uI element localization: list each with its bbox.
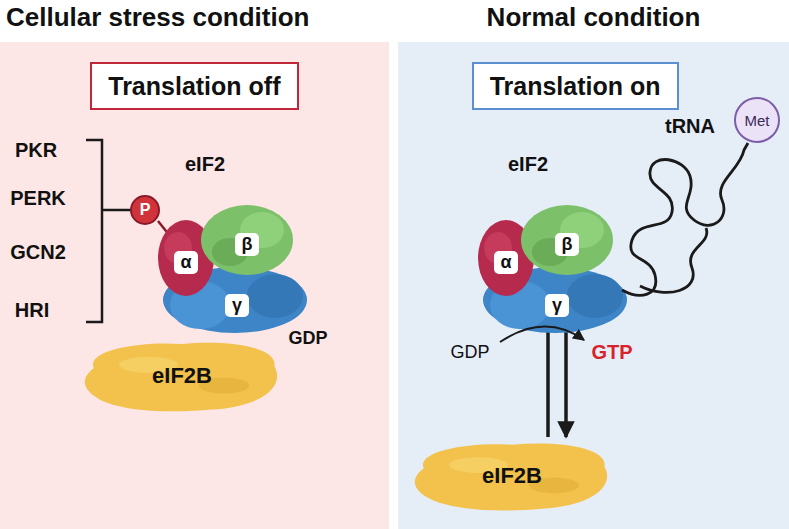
kinase-name: HRI	[15, 299, 49, 322]
protein-name: eIF2B	[152, 363, 212, 389]
exchange-connector	[564, 317, 568, 438]
kinase-name: PKR	[15, 139, 57, 162]
molecule-label: GDP	[450, 342, 489, 363]
bracket-line	[102, 209, 131, 212]
subunit-name: γ	[552, 295, 562, 316]
marker-circle: P	[130, 195, 160, 225]
trna-strand	[640, 228, 707, 292]
panel-title: Cellular stress condition	[6, 2, 309, 33]
molecule-label: GDP	[288, 328, 327, 349]
node-label: Translation off	[108, 72, 280, 101]
status-box: Translation on	[472, 62, 679, 110]
subunit-name: α	[180, 252, 191, 273]
subunit-label-box: γ	[545, 294, 569, 317]
kinase-name: GCN2	[10, 241, 66, 264]
subunit-label-box: α	[174, 251, 198, 274]
marker-circle: Met	[734, 97, 780, 143]
subunit-name: α	[500, 252, 511, 273]
panel-title: Normal condition	[398, 2, 789, 33]
eif2-left	[158, 205, 307, 333]
subunit-name: β	[242, 234, 253, 255]
exchange-connector	[546, 317, 550, 438]
eif2b-blob: eIF2B	[407, 437, 617, 515]
trna-strand	[622, 143, 748, 295]
eif2b-blob: eIF2B	[77, 336, 287, 416]
bracket	[86, 140, 102, 322]
subunit-label-box: γ	[225, 294, 249, 317]
molecule-label: eIF2	[185, 153, 225, 176]
status-box: Translation off	[90, 62, 299, 110]
eif2-right	[478, 205, 627, 333]
subunit-label-box: β	[555, 233, 579, 256]
subunit-name: γ	[232, 295, 242, 316]
node-label: P	[140, 201, 151, 219]
node-label: Translation on	[490, 72, 661, 101]
molecule-label: GTP	[591, 341, 632, 364]
node-label: Met	[744, 112, 769, 129]
protein-name: eIF2B	[482, 463, 542, 489]
subunit-label-box: α	[494, 251, 518, 274]
subunit-name: β	[562, 234, 573, 255]
trna-label: tRNA	[665, 115, 715, 138]
kinase-name: PERK	[10, 187, 66, 210]
subunit-label-box: β	[235, 233, 259, 256]
molecule-label: eIF2	[508, 153, 548, 176]
exchange-arrow	[500, 326, 584, 342]
